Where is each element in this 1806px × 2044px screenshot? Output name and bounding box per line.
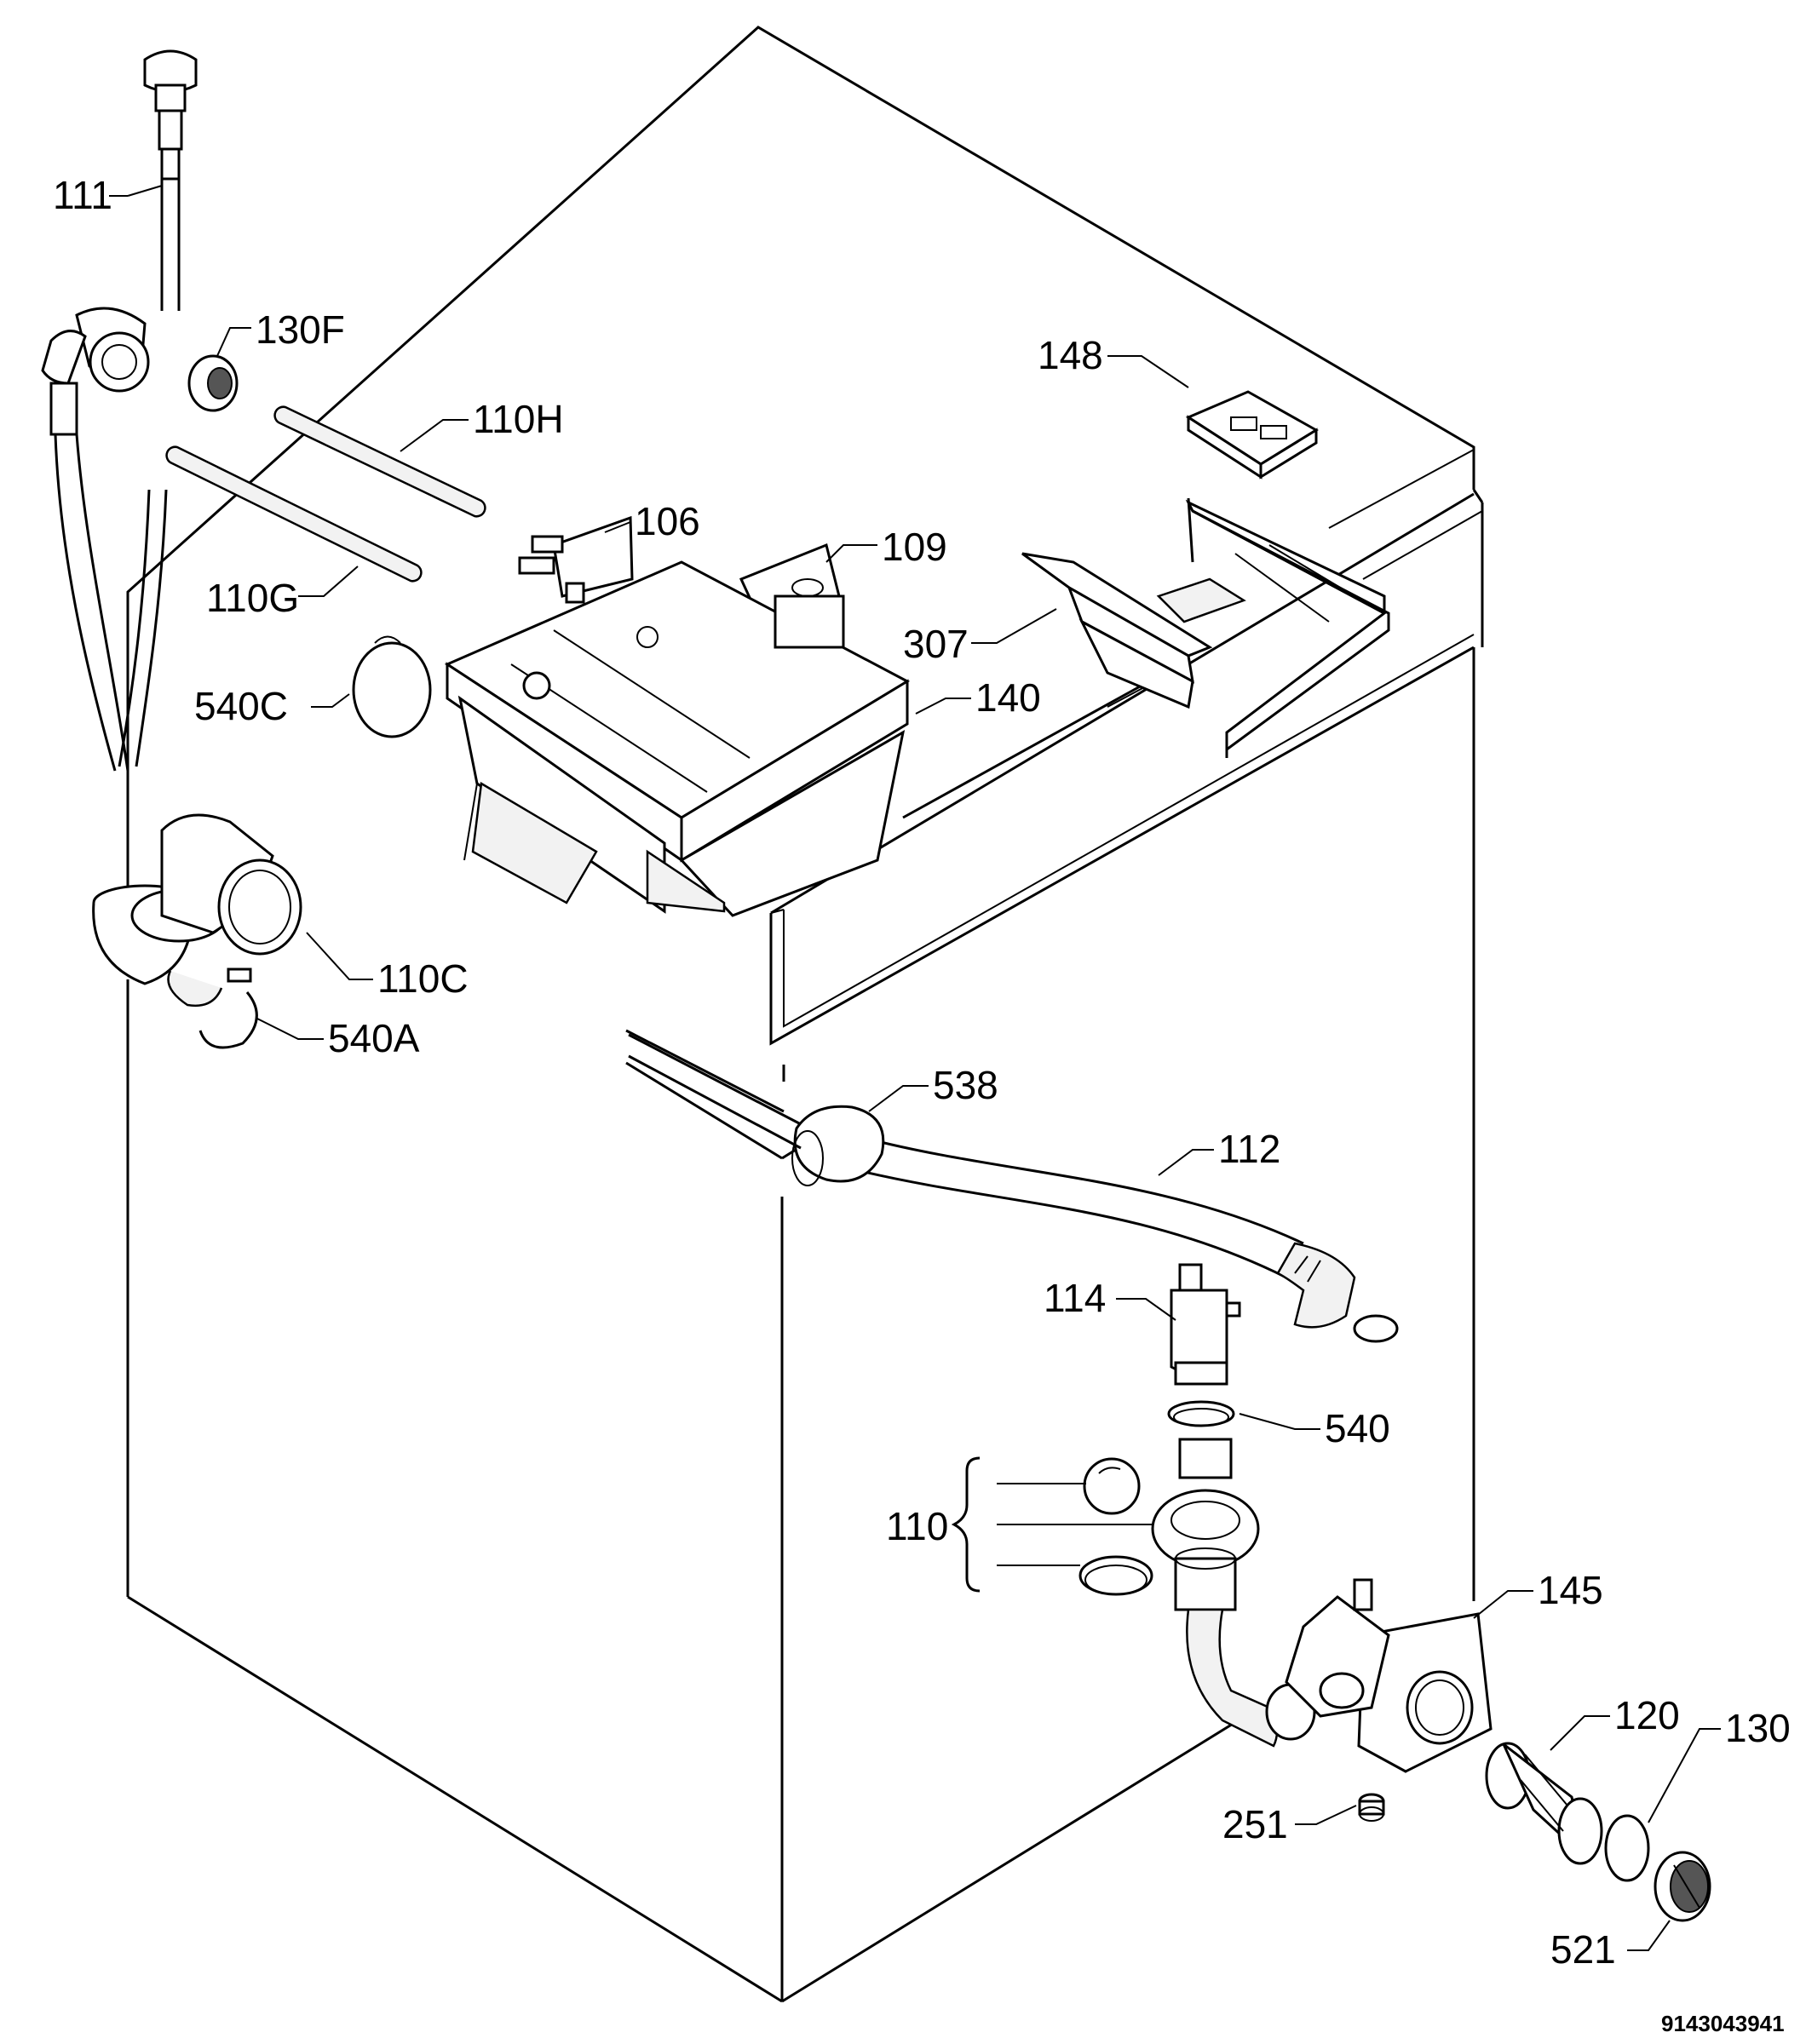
- inner-hose-path: [628, 1033, 802, 1150]
- document-number: 9143043941: [1661, 2011, 1785, 2036]
- leader-lines: [109, 185, 1721, 1951]
- label-540A: 540A: [328, 1016, 420, 1060]
- label-106: 106: [635, 499, 700, 543]
- air-trap-114: [1170, 1263, 1241, 1386]
- label-130F: 130F: [256, 307, 345, 352]
- label-148: 148: [1038, 333, 1103, 377]
- label-538: 538: [933, 1063, 998, 1107]
- valve-106: [518, 515, 634, 604]
- clamp-540A: [198, 967, 258, 1049]
- label-114: 114: [1044, 1276, 1106, 1320]
- dispenser-housing-140: [444, 560, 911, 917]
- cabinet-outline: [126, 26, 1484, 2003]
- filter-120: [1485, 1742, 1603, 1865]
- label-109: 109: [882, 525, 947, 569]
- seal-130: [1604, 1814, 1650, 1882]
- label-145: 145: [1538, 1568, 1603, 1612]
- label-540C: 540C: [194, 684, 288, 728]
- bellows-110C: [92, 813, 302, 1008]
- part-labels: 111 130F 110H 110G 106 109 148 307 140 5…: [53, 173, 1791, 2036]
- drain-hose-112: [860, 1135, 1399, 1343]
- label-140: 140: [975, 675, 1041, 720]
- clamp-540C: [352, 635, 432, 738]
- tube-110G: [165, 445, 423, 583]
- label-120: 120: [1614, 1693, 1680, 1737]
- inlet-hose-111: [41, 49, 198, 772]
- label-307: 307: [903, 622, 969, 666]
- tube-110H: [273, 405, 486, 518]
- drawer-frame-307: [1021, 497, 1390, 758]
- clamp-540: [1167, 1400, 1235, 1427]
- clip-148: [1185, 390, 1319, 479]
- label-521: 521: [1550, 1927, 1616, 1972]
- label-110G: 110G: [206, 576, 299, 620]
- pump-housing-145: [1285, 1578, 1493, 1773]
- filter-cap-521: [1654, 1851, 1711, 1922]
- label-130: 130: [1725, 1706, 1791, 1750]
- grommet-538: [791, 1105, 885, 1186]
- label-251: 251: [1222, 1802, 1288, 1846]
- label-112: 112: [1218, 1127, 1280, 1171]
- label-110: 110: [886, 1504, 948, 1548]
- label-110C: 110C: [377, 956, 469, 1001]
- label-540: 540: [1325, 1406, 1390, 1450]
- grommet-130F: [187, 354, 239, 412]
- sump-assembly-110: [1078, 1438, 1316, 1748]
- spacer-251: [1358, 1793, 1385, 1822]
- label-110H: 110H: [473, 397, 564, 441]
- label-111: 111: [53, 173, 112, 217]
